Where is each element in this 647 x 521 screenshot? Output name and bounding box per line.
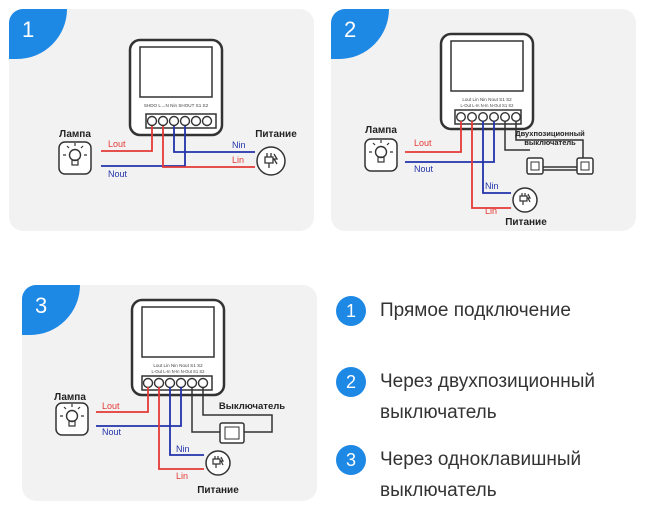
plug-icon xyxy=(512,187,538,213)
switch-icon xyxy=(576,157,594,175)
wire-label-lout: Lout xyxy=(108,139,126,149)
switch-icon xyxy=(526,157,544,175)
bulb-icon xyxy=(58,141,92,175)
lamp-label: Лампа xyxy=(365,125,397,136)
legend-text: Через одноклавишный выключатель xyxy=(380,449,582,501)
wire-label-lin: Lin xyxy=(176,471,188,481)
wire-label-lin: Lin xyxy=(485,206,497,216)
terminal-labels-top: Lout Lin Nin Nout S1 S2 xyxy=(153,363,203,368)
terminal-labels: SHDO L→N Nin SHOUT S1 S2 xyxy=(144,103,209,108)
wire-label-lout: Lout xyxy=(102,401,120,411)
wire-label-lin: Lin xyxy=(232,155,244,165)
wire-label-nout: Nout xyxy=(108,169,128,179)
diagram-panel-2: Lout Lin Nin Nout S1 S2 L-Out L-In N-In … xyxy=(331,9,636,231)
legend-text: Прямое подключение xyxy=(380,300,571,321)
wire-label-nout: Nout xyxy=(102,427,122,437)
wire-label-lout: Lout xyxy=(414,138,432,148)
wire-label-nout: Nout xyxy=(414,164,434,174)
switch-label: Выключатель xyxy=(219,401,285,412)
plug-icon xyxy=(205,450,231,476)
bulb-icon xyxy=(364,138,398,172)
switch-icon xyxy=(219,422,245,444)
wiring-diagram-1: SHDO L→N Nin SHOUT S1 S2 Lout Nout Nin L… xyxy=(58,38,297,179)
legend-item: 3 Через одноклавишный выключатель xyxy=(336,444,610,506)
legend-number-badge: 2 xyxy=(336,367,366,397)
switch-label-line2: выключатель xyxy=(524,138,576,147)
legend-number-badge: 1 xyxy=(336,296,366,326)
wire-label-nin: Nin xyxy=(485,181,499,191)
diagram-panel-1: SHDO L→N Nin SHOUT S1 S2 Lout Nout Nin L… xyxy=(9,9,314,231)
wire-label-nin: Nin xyxy=(232,140,246,150)
switch-label-line1: Двухпозиционный xyxy=(515,129,585,138)
legend: 1 Прямое подключение 2 Через двухпозицио… xyxy=(336,290,636,510)
legend-item: 2 Через двухпозиционный выключатель xyxy=(336,366,610,428)
power-label: Питание xyxy=(255,129,297,140)
legend-number-badge: 3 xyxy=(336,445,366,475)
legend-text: Через двухпозиционный выключатель xyxy=(380,371,595,423)
wire-label-nin: Nin xyxy=(176,444,190,454)
legend-item: 1 Прямое подключение xyxy=(336,295,610,326)
terminal-labels-bottom: L-Out L-In N-In N-Out S1 S2 xyxy=(461,103,515,108)
diagram-panel-3: Lout Lin Nin Nout S1 S2 L-Out L-In N-In … xyxy=(22,285,317,501)
bulb-icon xyxy=(55,402,89,436)
wiring-diagram-2: Lout Lin Nin Nout S1 S2 L-Out L-In N-In … xyxy=(364,32,594,228)
terminal-labels-bottom: L-Out L-In N-In N-Out S1 S2 xyxy=(152,369,206,374)
power-label: Питание xyxy=(505,217,547,228)
lamp-label: Лампа xyxy=(54,392,86,403)
plug-icon xyxy=(256,146,286,176)
lamp-label: Лампа xyxy=(59,129,91,140)
wiring-diagram-3: Lout Lin Nin Nout S1 S2 L-Out L-In N-In … xyxy=(54,298,285,496)
power-label: Питание xyxy=(197,485,239,496)
terminal-labels-top: Lout Lin Nin Nout S1 S2 xyxy=(462,97,512,102)
